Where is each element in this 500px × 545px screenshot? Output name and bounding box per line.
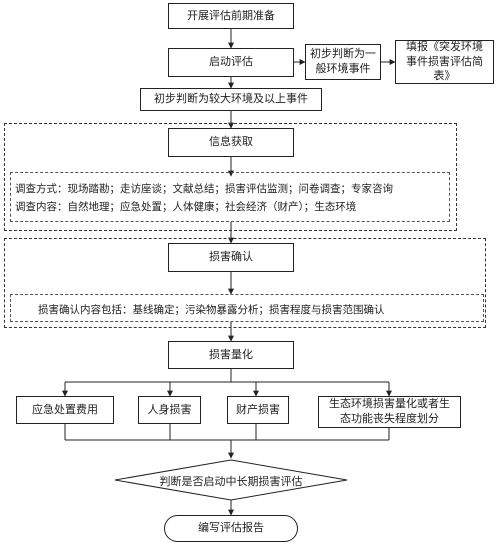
step-write-report-label: 编写评估报告 (198, 521, 264, 535)
survey-content-text: 调查内容：自然地理；应急处置；人体健康；社会经济（财产）；生态环境 (15, 201, 357, 213)
category-emergency-cost: 应急处置费用 (16, 396, 114, 424)
category-emergency-cost-label: 应急处置费用 (32, 402, 98, 416)
damage-confirmation-group (4, 238, 486, 328)
step-fill-report: 填报《突发环境事件损害评估简表》 (395, 40, 494, 84)
decision-label: 判断是否启动中长期损害评估 (159, 475, 303, 488)
category-personal-injury-label: 人身损害 (147, 402, 192, 416)
category-ecology-damage-label: 生态环境损害量化或者生态功能丧失程度划分 (329, 397, 450, 425)
step-damage-confirm-label: 损害确认 (209, 250, 253, 264)
category-ecology-damage: 生态环境损害量化或者生态功能丧失程度划分 (318, 396, 461, 428)
step-info-gathering-label: 信息获取 (209, 135, 253, 149)
step-write-report: 编写评估报告 (164, 515, 298, 542)
decision-diamond (114, 459, 348, 501)
step-major-event: 初步判断为较大环境及以上事件 (140, 88, 322, 111)
step-general-event: 初步判断为一般环境事件 (305, 44, 381, 80)
step-general-event-label: 初步判断为一般环境事件 (310, 47, 376, 75)
survey-methods-text: 调查方式：现场踏勘；走访座谈；文献总结；损害评估监测；问卷调查；专家咨询 (15, 183, 393, 195)
info-gathering-group (4, 123, 457, 231)
step-major-event-label: 初步判断为较大环境及以上事件 (154, 92, 308, 106)
step-fill-report-label: 填报《突发环境事件损害评估简表》 (406, 39, 483, 83)
step-launch-label: 启动评估 (209, 55, 253, 69)
step-prepare-label: 开展评估前期准备 (187, 8, 275, 22)
step-info-gathering: 信息获取 (168, 128, 294, 157)
confirm-detail-box (10, 294, 484, 322)
survey-detail-box (10, 172, 450, 222)
confirm-content-text: 损害确认内容包括：基线确定；污染物暴露分析；损害程度与损害范围确认 (38, 304, 385, 316)
category-property-damage: 财产损害 (227, 396, 289, 424)
step-launch: 启动评估 (168, 48, 294, 77)
step-quantify: 损害量化 (168, 341, 294, 369)
step-damage-confirm: 损害确认 (168, 243, 294, 272)
category-personal-injury: 人身损害 (138, 396, 201, 424)
category-property-damage-label: 财产损害 (236, 402, 280, 416)
step-prepare: 开展评估前期准备 (168, 3, 294, 29)
step-quantify-label: 损害量化 (209, 347, 253, 361)
